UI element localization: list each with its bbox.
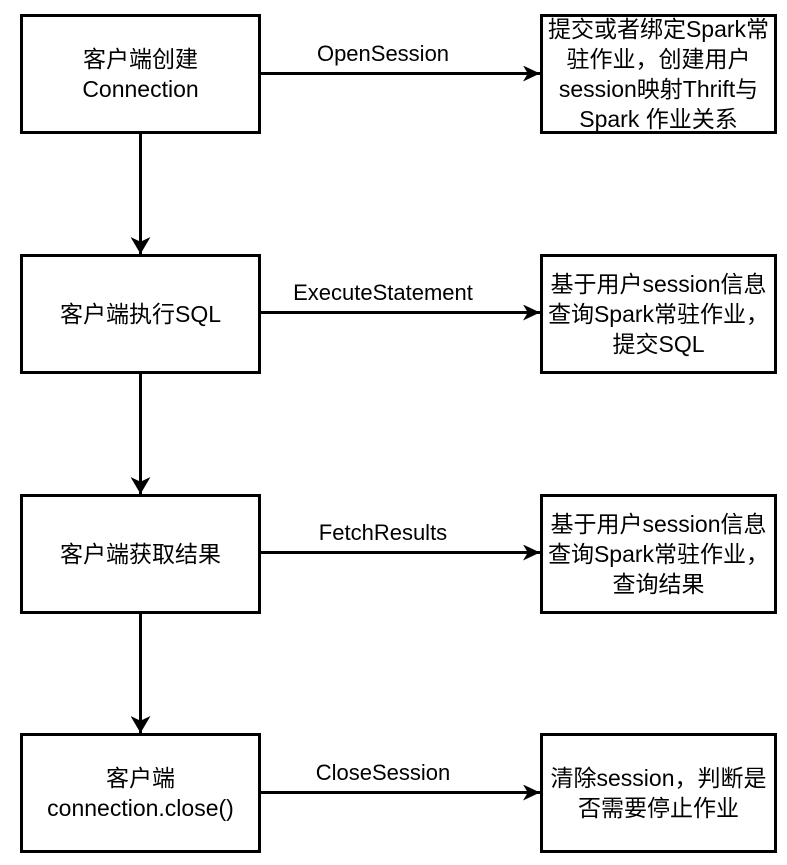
arrowhead-right-icon — [523, 304, 540, 321]
arrow-right-opensession — [261, 65, 540, 82]
box-executestatement-action: 基于用户session信息 查询Spark常驻作业， 提交SQL — [540, 254, 777, 374]
arrowhead-down-icon — [130, 477, 151, 494]
box-close-connection-label: 客户端 connection.close() — [47, 765, 234, 821]
arrowhead-right-icon — [523, 784, 540, 801]
arrow-right-executestatement — [261, 304, 540, 321]
arrow-down-3 — [130, 614, 151, 733]
arrowhead-down-icon — [130, 237, 151, 254]
box-fetch-results-label: 客户端获取结果 — [60, 541, 221, 567]
box-fetchresults-action: 基于用户session信息 查询Spark常驻作业， 查询结果 — [540, 494, 777, 614]
arrow-label-closesession: CloseSession — [315, 760, 451, 785]
box-closesession-action-label: 清除session，判断是 否需要停止作业 — [550, 765, 767, 821]
arrow-down-1 — [130, 134, 151, 254]
box-execute-sql-label: 客户端执行SQL — [59, 301, 222, 327]
arrowhead-down-icon — [130, 716, 151, 733]
arrow-right-fetchresults — [261, 544, 540, 561]
box-fetchresults-action-label: 基于用户session信息 查询Spark常驻作业， 查询结果 — [547, 511, 770, 597]
box-executestatement-action-label: 基于用户session信息 查询Spark常驻作业， 提交SQL — [547, 271, 770, 357]
box-execute-sql: 客户端执行SQL — [20, 254, 261, 374]
box-create-connection-label: 客户端创建 Connection — [82, 46, 199, 102]
arrow-down-2 — [130, 374, 151, 494]
arrow-label-fetchresults: FetchResults — [318, 520, 448, 545]
arrow-label-opensession: OpenSession — [316, 41, 450, 66]
box-opensession-action-label: 提交或者绑定Spark常 驻作业，创建用户 session映射Thrift与 S… — [547, 16, 770, 132]
arrowhead-right-icon — [523, 544, 540, 561]
box-create-connection: 客户端创建 Connection — [20, 14, 261, 134]
box-close-connection: 客户端 connection.close() — [20, 733, 261, 853]
box-closesession-action: 清除session，判断是 否需要停止作业 — [540, 733, 777, 853]
arrow-right-closesession — [261, 784, 540, 801]
arrow-label-executestatement: ExecuteStatement — [293, 280, 473, 305]
box-fetch-results: 客户端获取结果 — [20, 494, 261, 614]
arrowhead-right-icon — [523, 65, 540, 82]
box-opensession-action: 提交或者绑定Spark常 驻作业，创建用户 session映射Thrift与 S… — [540, 14, 777, 134]
